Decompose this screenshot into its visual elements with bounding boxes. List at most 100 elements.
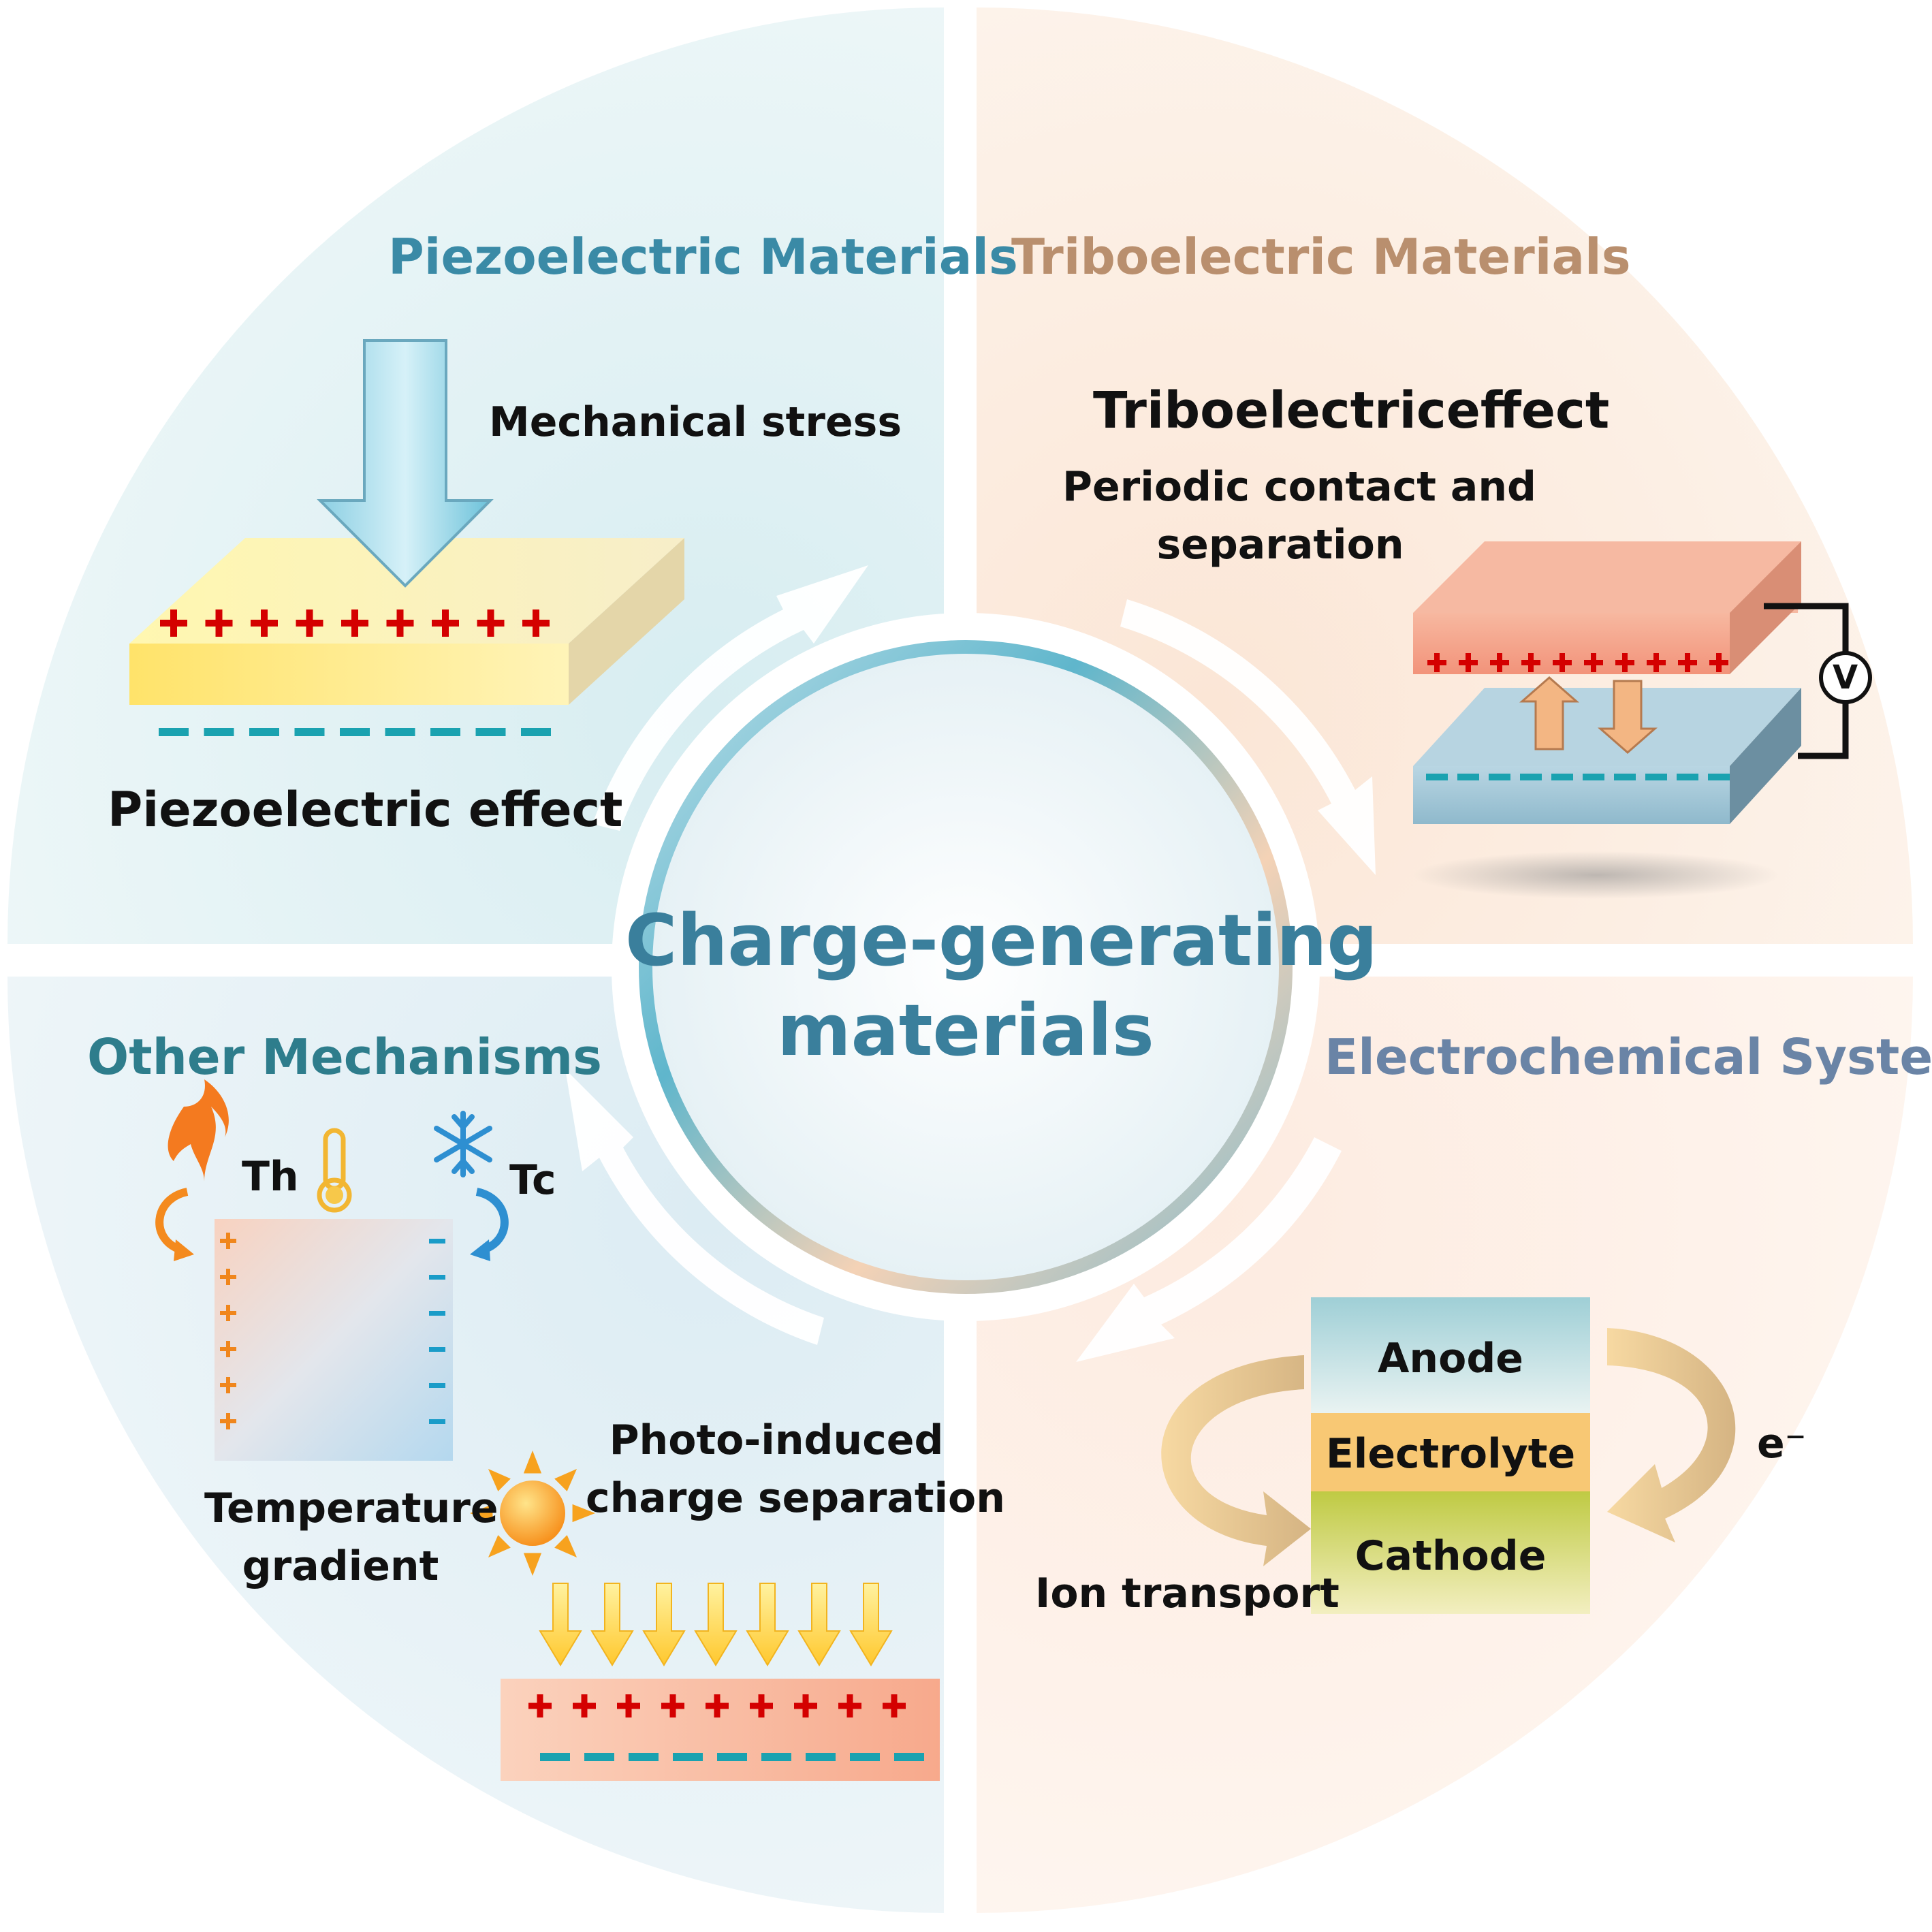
photo-plus-row [528, 1694, 906, 1717]
tribo-desc-line2: separation [1156, 521, 1404, 569]
sun-ray [572, 1504, 595, 1523]
plus-sign [1678, 653, 1697, 672]
piezo-minus-row [159, 728, 551, 736]
minus-sign [673, 1753, 703, 1761]
sun-ray [488, 1468, 511, 1491]
plus-sign [661, 1694, 684, 1717]
ion-transport-arrow [1161, 1355, 1311, 1566]
electrolyte-layer [1311, 1413, 1590, 1491]
minus-sign [1426, 774, 1448, 780]
snowflake-icon [434, 1111, 492, 1177]
photo-line2: charge separation [586, 1474, 1005, 1522]
plus-sign [838, 1694, 861, 1717]
electro-title: Electrochemical Systems [1325, 1028, 1932, 1086]
center-ring [639, 640, 1293, 1294]
voltmeter-label: V [1833, 659, 1858, 697]
plus-sign [1521, 653, 1540, 672]
temp-line1: Temperature [204, 1485, 498, 1532]
minus-sign [894, 1753, 924, 1761]
electrolyte-label: Electrolyte [1325, 1430, 1576, 1478]
voltmeter-icon [1819, 651, 1872, 704]
temp-line2: gradient [242, 1542, 439, 1590]
minus-sign [429, 1383, 445, 1388]
hot-curl-arrow [155, 1188, 189, 1254]
piezo-plus-row [160, 609, 550, 637]
minus-sign [475, 728, 506, 736]
photo-minus-row [540, 1753, 924, 1761]
thermo-plus-col [220, 1233, 236, 1429]
minus-sign [430, 728, 460, 736]
light-arrow-icon [590, 1583, 634, 1666]
sun-ray [523, 1553, 542, 1576]
light-arrow-icon [539, 1583, 582, 1666]
piezo-effect-label: Piezoelectric effect [108, 782, 623, 838]
light-arrow-icon [797, 1583, 841, 1666]
anode-label: Anode [1377, 1335, 1523, 1382]
minus-sign [806, 1753, 836, 1761]
minus-sign [1614, 774, 1636, 780]
plus-sign [1647, 653, 1666, 672]
minus-sign [204, 728, 234, 736]
plus-sign [341, 609, 368, 637]
plus-sign [1709, 653, 1728, 672]
minus-sign [629, 1753, 659, 1761]
plus-sign [220, 1305, 236, 1321]
tribo-desc-line1: Periodic contact and [1062, 463, 1536, 511]
tribo-bottom-plate [1413, 688, 1801, 824]
sun-ray [470, 1504, 493, 1523]
minus-sign [1583, 774, 1604, 780]
cathode-layer [1311, 1491, 1590, 1614]
plus-sign [1490, 653, 1509, 672]
minus-sign [429, 1347, 445, 1352]
plus-sign [1615, 653, 1634, 672]
cathode-label: Cathode [1355, 1532, 1547, 1580]
piezo-block [129, 538, 684, 705]
minus-sign [249, 728, 279, 736]
sun-ray [554, 1468, 577, 1491]
plus-sign [1427, 653, 1446, 672]
plus-sign [432, 609, 459, 637]
minus-sign [1645, 774, 1667, 780]
sun-icon [470, 1451, 595, 1576]
plus-sign [220, 1269, 236, 1285]
flame-icon [168, 1079, 229, 1182]
minus-sign [429, 1275, 445, 1280]
plus-sign [528, 1694, 552, 1717]
cycle-arrows [565, 565, 1376, 1362]
tribo-shadow [1413, 851, 1781, 899]
minus-sign [1708, 774, 1730, 780]
quadrant-piezo [7, 7, 944, 944]
other-title: Other Mechanisms [87, 1028, 602, 1086]
plus-sign [220, 1233, 236, 1249]
plus-sign [573, 1694, 596, 1717]
thermo-minus-col [429, 1239, 445, 1424]
photo-plate [501, 1679, 940, 1781]
plus-sign [1553, 653, 1572, 672]
plus-sign [750, 1694, 773, 1717]
plus-sign [220, 1341, 236, 1357]
sun-ray [554, 1535, 577, 1558]
plus-sign [706, 1694, 729, 1717]
minus-sign [429, 1311, 445, 1316]
light-arrow-icon [849, 1583, 893, 1666]
tribo-effect-label: Triboelectriceffect [1093, 381, 1610, 440]
plus-sign [794, 1694, 817, 1717]
center-title-line2: materials [777, 989, 1154, 1072]
tribo-minus-row [1426, 774, 1730, 780]
plus-sign [1584, 653, 1603, 672]
tribo-plus-row [1427, 653, 1728, 672]
minus-sign [429, 1239, 445, 1244]
thermo-plate [215, 1219, 453, 1461]
plus-sign [386, 609, 414, 637]
minus-sign [584, 1753, 614, 1761]
arrow-down-icon [1598, 680, 1658, 754]
plus-sign [477, 609, 505, 637]
arrow-up-icon [1519, 676, 1579, 750]
plus-sign [220, 1377, 236, 1393]
light-arrow-icon [642, 1583, 686, 1666]
minus-sign [1520, 774, 1542, 780]
mechanical-stress-label: Mechanical stress [489, 398, 902, 446]
tribo-circuit [1764, 603, 1849, 759]
plus-sign [160, 609, 187, 637]
